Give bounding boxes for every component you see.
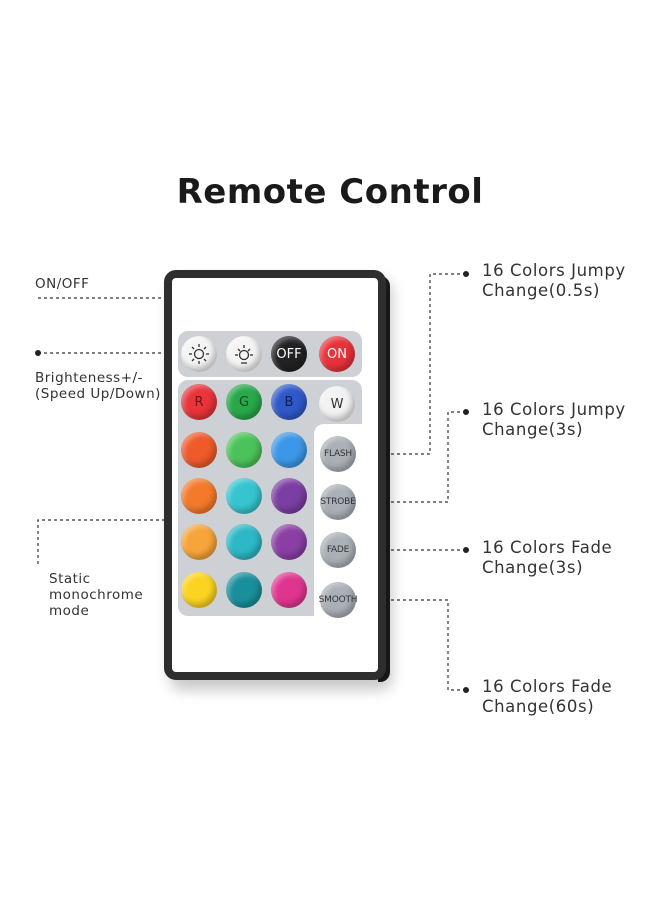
bullet-dot — [35, 350, 41, 356]
color-button[interactable] — [181, 432, 217, 468]
jumpy-3s-line2: Change(3s) — [482, 420, 584, 439]
color-button[interactable] — [271, 432, 307, 468]
jumpy-05s-line2: Change(0.5s) — [482, 281, 601, 300]
green-button[interactable]: G — [226, 384, 262, 420]
smooth-label: SMOOTH — [318, 595, 358, 605]
fade-button[interactable]: FADE — [320, 532, 356, 568]
g-label: G — [238, 394, 250, 410]
jumpy3-connector — [350, 411, 466, 503]
smooth-button[interactable]: SMOOTH — [318, 582, 358, 618]
static-label-line1: Static — [49, 571, 91, 587]
jumpy05-connector — [350, 273, 466, 455]
fade-3s-line2: Change(3s) — [482, 558, 584, 577]
static-label: Static monochrome mode — [49, 571, 143, 619]
flash-button[interactable]: FLASH — [320, 436, 356, 472]
fade-label: FADE — [326, 545, 350, 555]
blue-button[interactable]: B — [271, 384, 307, 420]
off-label: OFF — [276, 346, 302, 362]
static-label-line2: monochrome — [49, 587, 144, 603]
bullet-dot — [463, 687, 469, 693]
on-off-label: ON/OFF — [35, 276, 90, 292]
sun-icon — [189, 344, 209, 364]
color-button[interactable] — [271, 572, 307, 608]
jumpy-05s-label: 16 Colors Jumpy Change(0.5s) — [482, 261, 626, 301]
fade-60s-line1: 16 Colors Fade — [482, 677, 613, 696]
b-label: B — [284, 394, 294, 410]
strobe-button[interactable]: STROBE — [320, 484, 356, 520]
color-button[interactable] — [181, 478, 217, 514]
off-button[interactable]: OFF — [271, 336, 307, 372]
color-button[interactable] — [271, 524, 307, 560]
color-button[interactable] — [271, 478, 307, 514]
flash-label: FLASH — [323, 449, 353, 459]
brightness-down-button[interactable] — [226, 336, 262, 372]
brightness-up-button[interactable] — [181, 336, 217, 372]
fade60-connector — [350, 599, 466, 691]
strobe-label: STROBE — [320, 497, 356, 507]
static-label-line3: mode — [49, 603, 90, 619]
page-title: Remote Control — [176, 172, 484, 212]
jumpy-05s-line1: 16 Colors Jumpy — [482, 261, 626, 280]
color-button[interactable] — [181, 524, 217, 560]
fade-60s-line2: Change(60s) — [482, 697, 595, 716]
bullet-dot — [463, 547, 469, 553]
bullet-dot — [463, 271, 469, 277]
bullet-dot — [463, 409, 469, 415]
fade-3s-label: 16 Colors Fade Change(3s) — [482, 538, 612, 578]
color-button[interactable] — [226, 572, 262, 608]
color-button[interactable] — [226, 432, 262, 468]
fade-60s-label: 16 Colors Fade Change(60s) — [482, 677, 612, 717]
fade-3s-line1: 16 Colors Fade — [482, 538, 613, 557]
brightness-label-line1: Brighteness+/- — [35, 370, 143, 386]
red-button[interactable]: R — [181, 384, 217, 420]
white-button[interactable]: W — [319, 386, 355, 422]
color-button[interactable] — [226, 478, 262, 514]
color-button[interactable] — [181, 572, 217, 608]
brightness-label-line2: (Speed Up/Down) — [35, 386, 161, 402]
on-label: ON — [327, 346, 347, 362]
jumpy-3s-label: 16 Colors Jumpy Change(3s) — [482, 400, 626, 440]
on-button[interactable]: ON — [319, 336, 355, 372]
w-label: W — [330, 396, 344, 412]
color-button[interactable] — [226, 524, 262, 560]
static-connector — [37, 519, 200, 564]
r-label: R — [194, 394, 204, 410]
jumpy-3s-line1: 16 Colors Jumpy — [482, 400, 626, 419]
sun-icon — [235, 345, 253, 364]
brightness-label: Brighteness+/- (Speed Up/Down) — [35, 369, 161, 404]
